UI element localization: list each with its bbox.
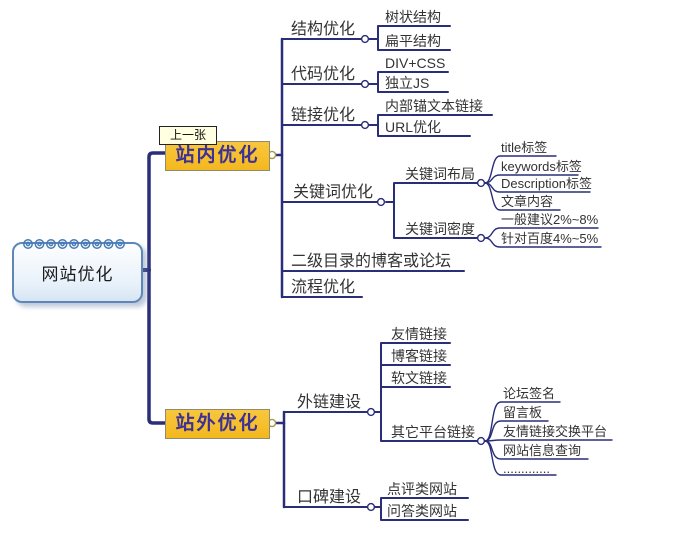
collapse-toggle-dot[interactable] [366,407,376,417]
root-topic[interactable]: 网站优化 [12,239,143,303]
collapse-toggle-dot[interactable] [476,233,486,243]
node-other-platform-links[interactable]: 其它平台链接 [391,424,475,440]
main-topic-offsite[interactable]: 站外优化 [165,409,270,439]
node-structure-opt[interactable]: 结构优化 [291,21,356,38]
leaf-baidu-density[interactable]: 针对百度4%~5% [501,231,599,246]
node-subdir-blog-forum[interactable]: 二级目录的博客或论坛 [291,253,452,270]
leaf-internal-anchor-link[interactable]: 内部锚文本链接 [385,98,483,114]
node-code-opt[interactable]: 代码优化 [291,66,356,83]
leaf-keywords-tag[interactable]: keywords标签 [501,159,582,174]
node-keyword-opt[interactable]: 关键词优化 [293,184,374,201]
leaf-url-opt[interactable]: URL优化 [385,119,442,135]
leaf-soft-article-links[interactable]: 软文链接 [391,370,447,386]
leaf-site-info-query[interactable]: 网站信息查询 [503,443,582,458]
leaf-ellipsis[interactable]: ............. [503,461,550,476]
leaf-article-content[interactable]: 文章内容 [501,194,554,209]
collapse-toggle-dot[interactable] [376,197,386,207]
node-reputation-building[interactable]: 口碑建设 [297,489,362,506]
leaf-message-board[interactable]: 留言板 [503,405,543,420]
collapse-toggle-dot[interactable] [360,120,370,130]
collapse-toggle-dot[interactable] [476,178,486,188]
node-link-opt[interactable]: 链接优化 [291,107,356,124]
node-external-link-building[interactable]: 外链建设 [297,394,362,411]
node-keyword-density[interactable]: 关键词密度 [405,221,475,237]
spiral-binding-icon [23,239,125,249]
collapse-toggle-dot[interactable] [366,502,376,512]
node-keyword-layout[interactable]: 关键词布局 [405,166,475,182]
collapse-toggle-dot[interactable] [476,436,486,446]
leaf-link-exchange-platform[interactable]: 友情链接交换平台 [503,424,608,439]
collapse-toggle-dot[interactable] [360,79,370,89]
node-process-opt[interactable]: 流程优化 [291,279,356,296]
leaf-general-density[interactable]: 一般建议2%~8% [501,212,599,227]
leaf-standalone-js[interactable]: 独立JS [385,75,430,91]
leaf-div-css[interactable]: DIV+CSS [385,55,446,71]
leaf-description-tag[interactable]: Description标签 [501,176,593,191]
leaf-title-tag[interactable]: title标签 [501,140,548,155]
leaf-blog-links[interactable]: 博客链接 [391,348,447,364]
leaf-forum-signature[interactable]: 论坛签名 [503,386,556,401]
leaf-review-sites[interactable]: 点评类网站 [387,481,457,497]
collapse-toggle-dot[interactable] [360,34,370,44]
leaf-flat-structure[interactable]: 扁平结构 [385,33,441,49]
prev-slide-label[interactable]: 上一张 [159,126,217,145]
leaf-friend-links[interactable]: 友情链接 [391,326,447,342]
root-topic-label: 网站优化 [41,265,114,284]
leaf-qa-sites[interactable]: 问答类网站 [387,503,457,519]
main-topic-onsite[interactable]: 站内优化 [165,141,270,171]
leaf-tree-structure[interactable]: 树状结构 [385,9,441,25]
